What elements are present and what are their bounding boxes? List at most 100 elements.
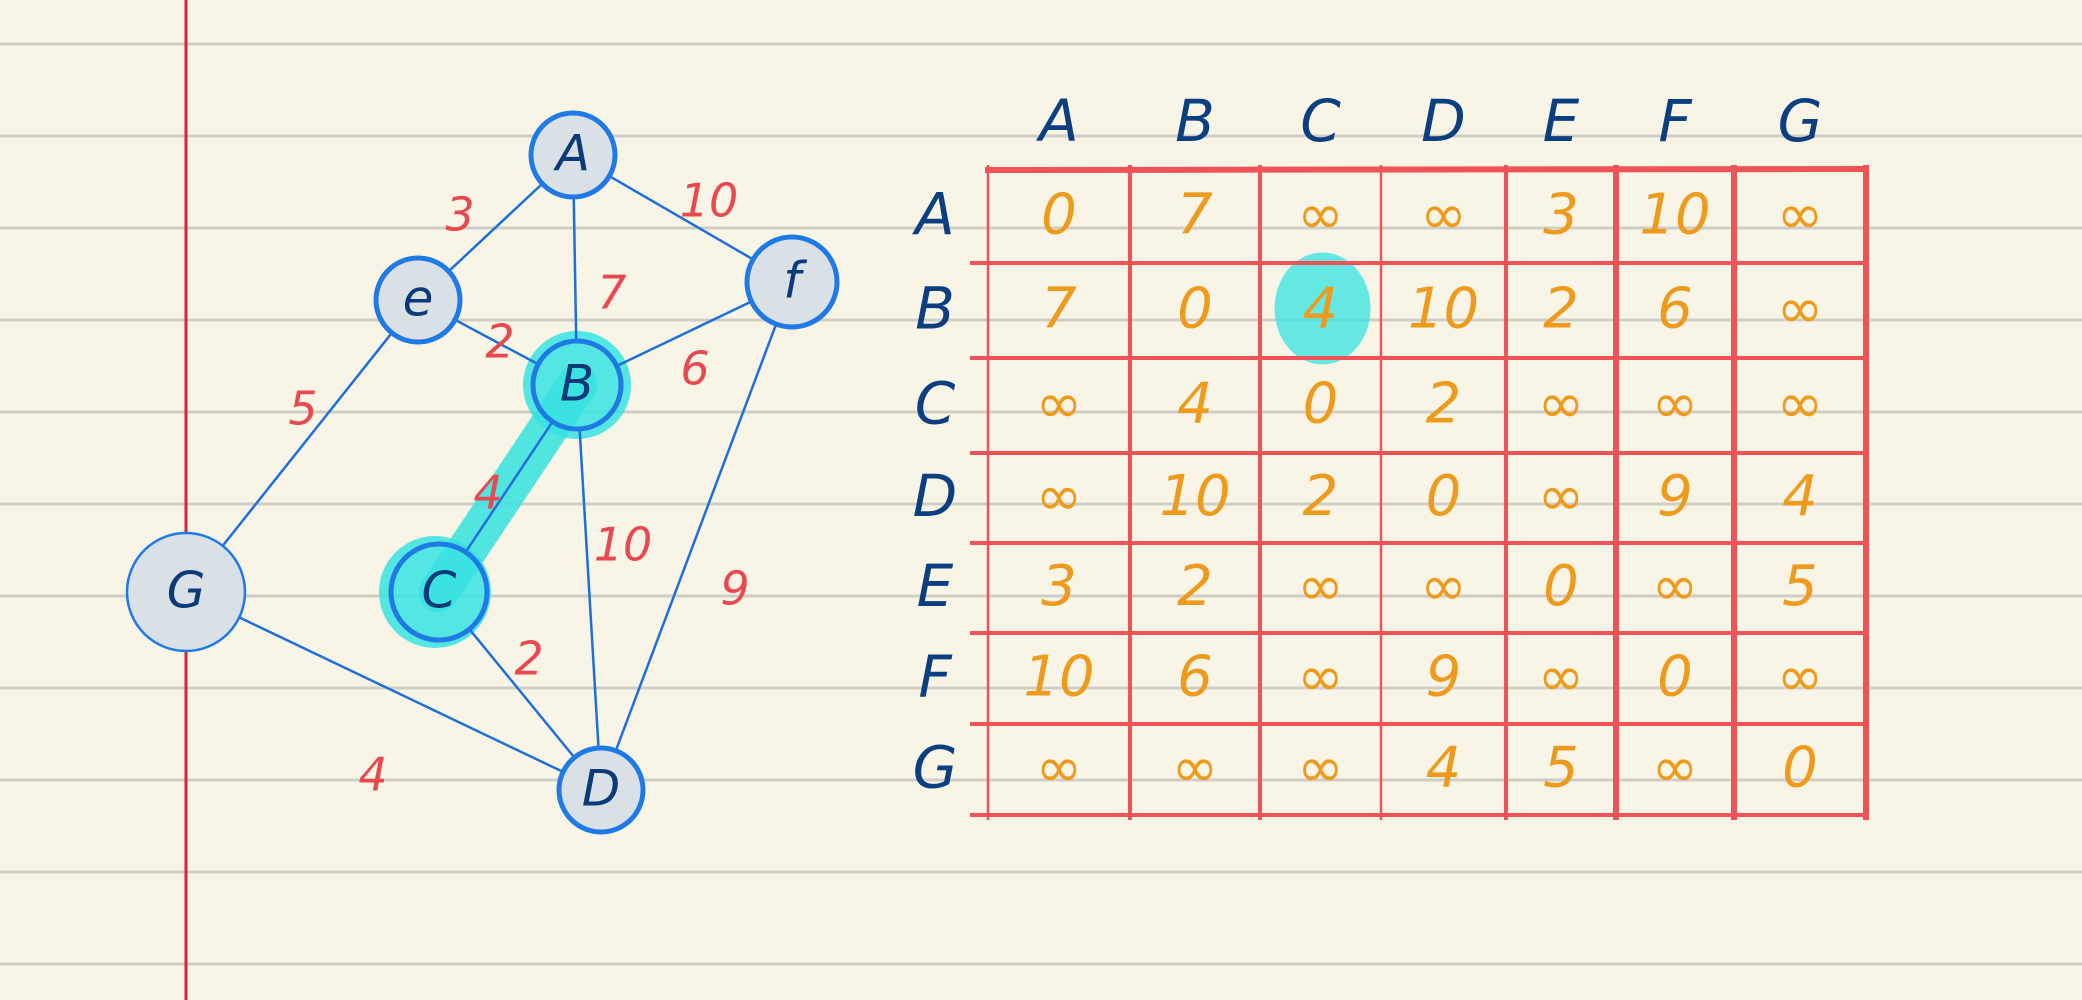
matrix-cell: 0 [1041, 183, 1077, 248]
edge-b-c [464, 420, 554, 553]
matrix-cell: ∞ [1297, 183, 1344, 248]
matrix-cell: ∞ [1036, 464, 1083, 529]
edge-weight-label: 5 [288, 382, 317, 436]
ruled-lines [0, 42, 2082, 966]
column-header: C [1300, 87, 1341, 155]
node-label: C [422, 562, 457, 620]
matrix-cell: 0 [1426, 464, 1462, 529]
node-f: f [744, 234, 840, 330]
edge-weight-label: 3 [445, 188, 474, 242]
matrix-cell: 0 [1543, 554, 1579, 619]
column-header: D [1421, 87, 1466, 155]
node-c: C [388, 541, 490, 643]
edge-weight-label: 7 [597, 266, 626, 320]
matrix-cell: 10 [1159, 464, 1230, 529]
edge-weight-label: 10 [680, 174, 739, 228]
edge-weight-label: 4 [358, 748, 387, 802]
matrix-cell: ∞ [1777, 645, 1824, 710]
edge-weight-label: 6 [680, 342, 709, 396]
matrix-cell: 2 [1543, 277, 1579, 342]
node-g: G [125, 531, 247, 653]
matrix-cell: ∞ [1652, 372, 1699, 437]
matrix-cell: 6 [1657, 277, 1693, 342]
edge-a-f [608, 174, 754, 261]
matrix-cell: 4 [1782, 464, 1818, 529]
row-header: B [915, 275, 955, 343]
matrix-cell: ∞ [1777, 183, 1824, 248]
graph-edges [221, 174, 778, 774]
edge-e-g [221, 332, 393, 547]
matrix-cell: ∞ [1036, 736, 1083, 801]
matrix-cell: 2 [1177, 554, 1213, 619]
matrix-cell: 2 [1426, 372, 1462, 437]
row-header: E [917, 552, 954, 620]
matrix-cell: ∞ [1036, 372, 1083, 437]
edge-e-b [454, 318, 539, 366]
matrix-cell: ∞ [1652, 736, 1699, 801]
edge-b-d [578, 428, 600, 749]
matrix-cell: ∞ [1297, 645, 1344, 710]
matrix-cell: 10 [1408, 277, 1479, 342]
edge-weight-label: 10 [594, 518, 653, 572]
row-header: F [918, 643, 953, 711]
node-a: A [528, 110, 618, 200]
column-headers: A B C D E F G [1035, 87, 1822, 155]
edge-b-f [616, 300, 752, 368]
matrix-cell: ∞ [1297, 554, 1344, 619]
column-header: F [1658, 87, 1693, 155]
matrix-cell: 9 [1657, 464, 1693, 529]
matrix-cell: ∞ [1420, 183, 1467, 248]
matrix-cell: ∞ [1297, 736, 1344, 801]
matrix-cell: 5 [1543, 736, 1579, 801]
matrix-cell: 2 [1303, 464, 1339, 529]
matrix-cell: 0 [1303, 372, 1339, 437]
column-header: E [1543, 87, 1580, 155]
matrix-cell: 6 [1177, 645, 1213, 710]
matrix-cell: ∞ [1538, 464, 1585, 529]
node-label: G [167, 562, 206, 620]
node-e: e [373, 255, 463, 345]
highlight-node-b [523, 331, 631, 439]
row-header: G [913, 734, 958, 802]
node-circle [530, 338, 624, 432]
row-header: C [915, 370, 956, 438]
matrix-cell: 3 [1041, 554, 1077, 619]
node-label: A [553, 125, 590, 183]
column-header: G [1778, 87, 1823, 155]
edge-a-e [447, 182, 544, 273]
edge-c-d [468, 628, 576, 759]
matrix-cell: 0 [1177, 277, 1213, 342]
matrix-cell: 0 [1657, 645, 1693, 710]
node-b: B [530, 338, 624, 432]
matrix-cell: 4 [1177, 372, 1213, 437]
node-circle [373, 255, 463, 345]
node-d: D [556, 745, 646, 835]
matrix-cell: ∞ [1777, 277, 1824, 342]
node-circle [125, 531, 247, 653]
matrix-cell: 0 [1782, 736, 1818, 801]
matrix-cell: ∞ [1538, 645, 1585, 710]
matrix-cell: ∞ [1652, 554, 1699, 619]
node-label: e [403, 270, 434, 328]
matrix-cell: 4 [1303, 277, 1339, 342]
matrix-grid [970, 165, 1869, 820]
highlight-cell-marker [1274, 252, 1371, 365]
edge-f-d [614, 323, 778, 752]
column-header: B [1175, 87, 1215, 155]
edge-weight-label: 9 [720, 562, 749, 616]
column-header: A [1035, 87, 1079, 155]
edge-weight-label: 2 [514, 632, 543, 686]
matrix-cell: 9 [1426, 645, 1462, 710]
matrix-cell: 7 [1041, 277, 1077, 342]
matrix-cell: 10 [1023, 645, 1094, 710]
matrix-cell: ∞ [1172, 736, 1219, 801]
row-header: D [913, 462, 958, 530]
edge-weight-label: 4 [473, 466, 502, 520]
highlighted-cell-b-c [1274, 252, 1371, 365]
